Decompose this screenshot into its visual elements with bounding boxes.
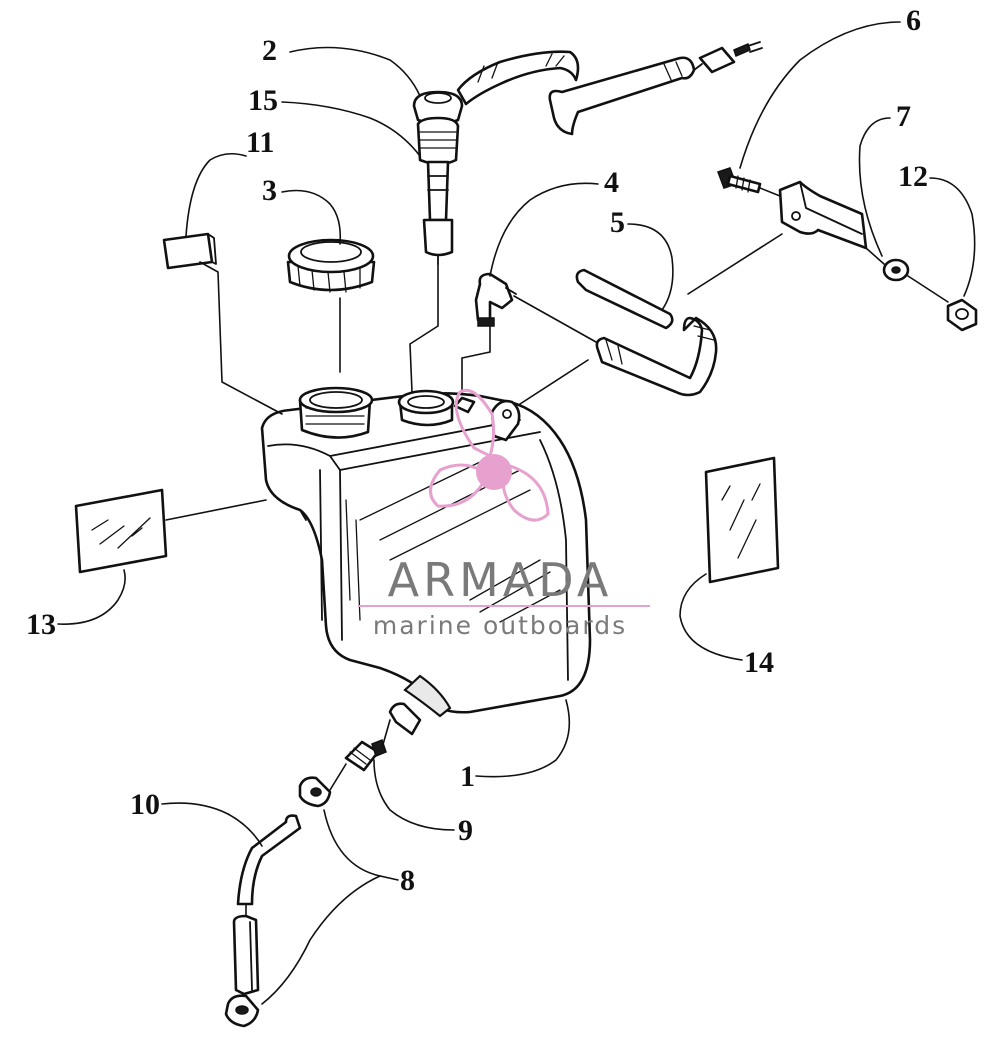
level-sensor-plug: [412, 41, 763, 136]
leader-lines: [57, 21, 976, 1005]
decal-right: [704, 456, 780, 584]
callout-13: 13: [26, 608, 56, 641]
callout-3: 3: [262, 174, 277, 207]
callout-10: 10: [130, 788, 160, 821]
nut: [946, 298, 978, 332]
callout-9: 9: [458, 814, 473, 847]
filler-cap: [286, 238, 376, 293]
callout-11: 11: [246, 126, 274, 159]
mounting-bracket: [778, 180, 868, 250]
decal-left: [74, 488, 168, 574]
watermark: ARMADA marine outboards: [358, 388, 650, 640]
watermark-subtitle: marine outboards: [373, 611, 627, 640]
propeller-logo-icon: [429, 388, 550, 522]
watermark-title: ARMADA: [388, 553, 613, 607]
callout-15: 15: [248, 84, 278, 117]
bolt: [717, 167, 762, 194]
hose-clamps: [224, 776, 332, 1028]
callout-1: 1: [460, 760, 475, 793]
elbow-fitting: [474, 272, 517, 327]
callout-2: 2: [262, 34, 277, 67]
callout-14: 14: [744, 646, 774, 679]
callout-4: 4: [604, 166, 619, 199]
callout-8: 8: [400, 864, 415, 897]
small-pad: [162, 232, 217, 270]
callout-12: 12: [898, 160, 928, 193]
washer: [882, 258, 910, 282]
oil-tank: [260, 386, 592, 718]
sensor-grommet: [416, 116, 460, 265]
vent-hose: [575, 268, 718, 397]
outlet-hose: [232, 814, 302, 996]
outlet-fitting: [344, 702, 422, 772]
callout-labels: 2 15 11 3 4 5 6 7 12 13 14 1 9 10 8: [26, 4, 928, 897]
callout-7: 7: [896, 100, 911, 133]
callout-6: 6: [906, 4, 921, 37]
callout-5: 5: [610, 206, 625, 239]
